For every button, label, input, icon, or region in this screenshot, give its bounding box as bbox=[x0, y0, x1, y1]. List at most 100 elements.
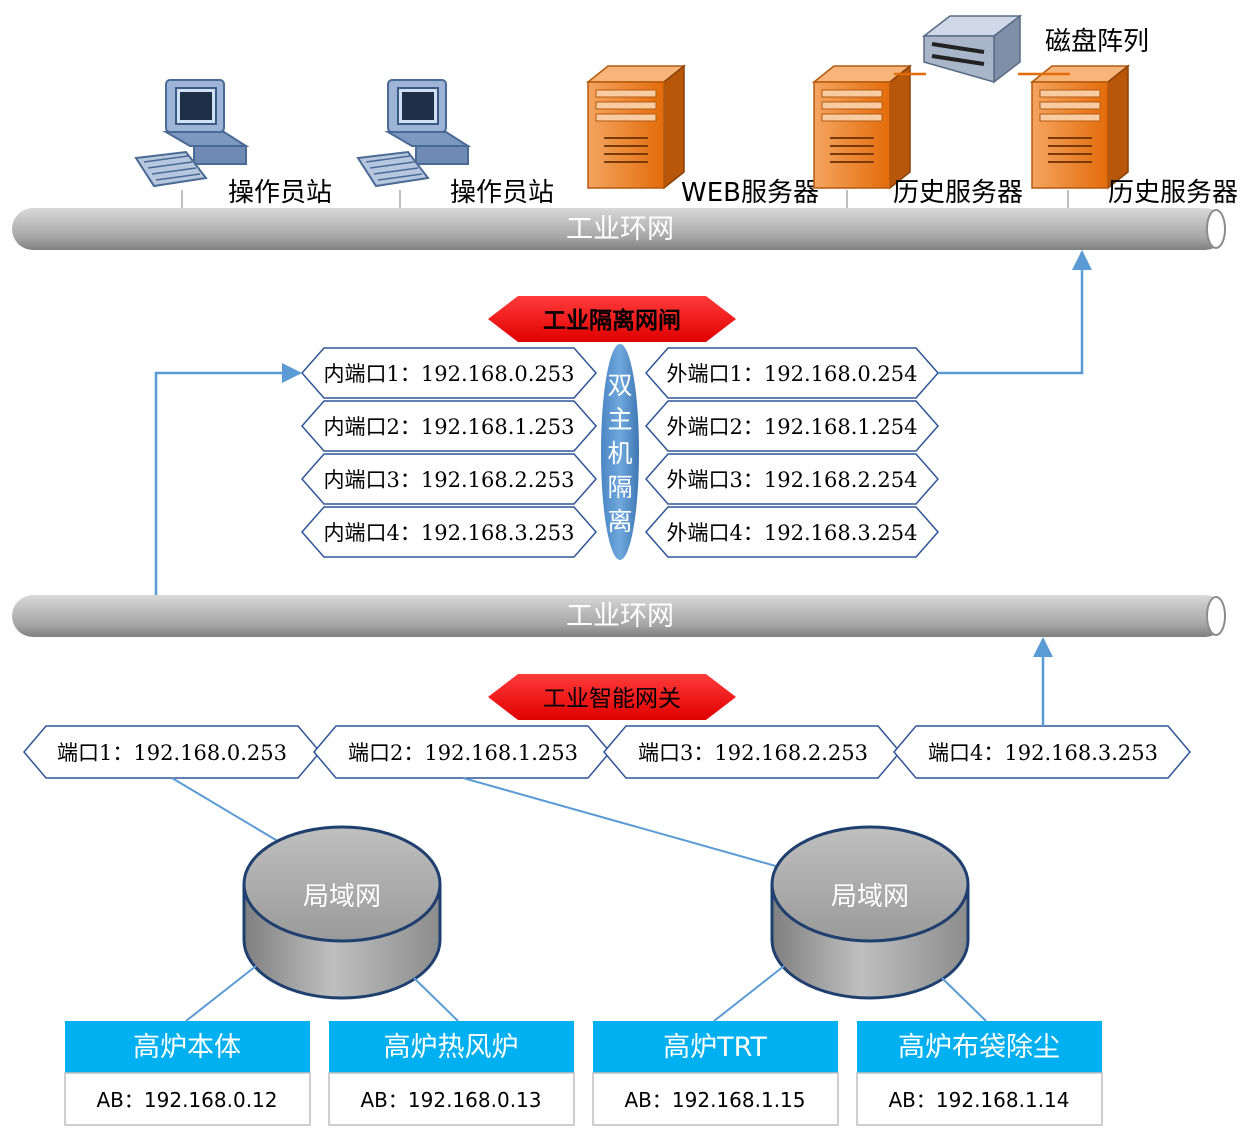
arrow-to-top-ring bbox=[938, 250, 1092, 375]
isolation-gateway-banner: 工业隔离网闸 bbox=[488, 296, 736, 342]
workstation-icon bbox=[135, 79, 247, 187]
lan-label: 局域网 bbox=[831, 882, 909, 912]
device-label: WEB服务器 bbox=[681, 178, 819, 208]
lan-cylinder-top bbox=[242, 825, 442, 943]
port-label: 外端口3：192.168.2.254 bbox=[667, 468, 918, 492]
inner-ports: 内端口1：192.168.0.253 内端口2：192.168.1.253 内端… bbox=[301, 347, 597, 558]
disk-array-icon bbox=[922, 14, 1022, 84]
web-server: WEB服务器 bbox=[587, 65, 819, 208]
port-label: 外端口1：192.168.0.254 bbox=[667, 362, 918, 386]
inner-port-1: 内端口1：192.168.0.253 bbox=[301, 347, 597, 399]
endpoint-ip: AB：192.168.1.14 bbox=[889, 1088, 1070, 1112]
endpoint-3: 高炉TRT AB：192.168.1.15 bbox=[592, 1021, 839, 1126]
endpoint-4: 高炉布袋除尘 AB：192.168.1.14 bbox=[856, 1021, 1103, 1126]
endpoint-name: 高炉热风炉 bbox=[384, 1032, 519, 1063]
isolation-char: 主 bbox=[607, 405, 632, 434]
gateway-port-3: 端口3：192.168.2.253 bbox=[603, 725, 901, 779]
gateway-port-2: 端口2：192.168.1.253 bbox=[313, 725, 611, 779]
endpoint-body bbox=[856, 1072, 1103, 1126]
isolation-char: 双 bbox=[607, 371, 632, 400]
inner-port-4: 内端口4：192.168.3.253 bbox=[301, 506, 597, 558]
banner-label: 工业隔离网闸 bbox=[543, 307, 681, 334]
operator-station-1: 操作员站 bbox=[135, 79, 332, 210]
server-icon bbox=[587, 65, 685, 189]
link-lan1-endpoint1 bbox=[185, 965, 257, 1022]
server-icon bbox=[1031, 65, 1129, 189]
banner-shape bbox=[488, 674, 736, 720]
port-label: 外端口2：192.168.1.254 bbox=[667, 415, 918, 439]
port-label: 内端口3：192.168.2.253 bbox=[324, 468, 575, 492]
outer-port-2: 外端口2：192.168.1.254 bbox=[645, 400, 939, 452]
endpoint-2: 高炉热风炉 AB：192.168.0.13 bbox=[328, 1021, 575, 1126]
ring-pipe bbox=[12, 208, 1226, 250]
link-lan1-endpoint2 bbox=[413, 977, 459, 1022]
outer-port-3: 外端口3：192.168.2.254 bbox=[645, 453, 939, 505]
ring-label: 工业环网 bbox=[566, 601, 674, 632]
arrow-to-inner-port bbox=[154, 363, 302, 596]
port-label: 端口3：192.168.2.253 bbox=[638, 741, 868, 765]
device-label: 历史服务器 bbox=[1108, 178, 1238, 208]
endpoint-body bbox=[328, 1072, 575, 1126]
smart-gateway-banner: 工业智能网关 bbox=[488, 674, 736, 720]
outer-port-1: 外端口1：192.168.0.254 bbox=[645, 347, 939, 399]
endpoint-body bbox=[64, 1072, 311, 1126]
device-label: 历史服务器 bbox=[893, 178, 1023, 208]
pipe-end bbox=[1206, 209, 1226, 249]
isolation-char: 离 bbox=[607, 507, 632, 536]
link-port2-lan2 bbox=[462, 777, 791, 871]
banner-label: 工业智能网关 bbox=[543, 686, 681, 712]
link-port1-lan1 bbox=[171, 777, 287, 847]
dual-host-isolation: 双 主 机 隔 离 bbox=[601, 344, 639, 560]
isolation-char: 隔 bbox=[607, 473, 632, 502]
port-label: 外端口4：192.168.3.254 bbox=[667, 521, 918, 545]
pipe-end bbox=[1206, 596, 1226, 636]
inner-port-3: 内端口3：192.168.2.253 bbox=[301, 453, 597, 505]
port-label: 内端口2：192.168.1.253 bbox=[324, 415, 575, 439]
workstation-icon bbox=[357, 79, 469, 187]
ring-label: 工业环网 bbox=[566, 214, 674, 245]
lan-2: 局域网 bbox=[770, 825, 970, 1000]
port-label: 端口2：192.168.1.253 bbox=[348, 741, 578, 765]
ring-top: 工业环网 bbox=[12, 208, 1226, 250]
endpoint-ip: AB：192.168.1.15 bbox=[625, 1088, 806, 1112]
lan-label: 局域网 bbox=[303, 882, 381, 912]
endpoint-1: 高炉本体 AB：192.168.0.12 bbox=[64, 1021, 311, 1126]
endpoint-header bbox=[329, 1021, 574, 1073]
outer-ports: 外端口1：192.168.0.254 外端口2：192.168.1.254 外端… bbox=[645, 347, 939, 558]
inner-port-2: 内端口2：192.168.1.253 bbox=[301, 400, 597, 452]
link-lan2-endpoint3 bbox=[713, 965, 785, 1022]
ring-pipe bbox=[12, 595, 1226, 637]
port-label: 端口4：192.168.3.253 bbox=[928, 741, 1158, 765]
device-label: 操作员站 bbox=[228, 178, 332, 208]
gateway-port-4: 端口4：192.168.3.253 bbox=[893, 725, 1191, 779]
endpoint-name: 高炉布袋除尘 bbox=[898, 1032, 1060, 1063]
lan-1: 局域网 bbox=[242, 825, 442, 1000]
banner-shape bbox=[488, 296, 736, 342]
outer-port-4: 外端口4：192.168.3.254 bbox=[645, 506, 939, 558]
endpoint-ip: AB：192.168.0.12 bbox=[97, 1088, 278, 1112]
endpoint-ip: AB：192.168.0.13 bbox=[361, 1088, 542, 1112]
ring-bottom: 工业环网 bbox=[12, 595, 1226, 637]
operator-station-2: 操作员站 bbox=[357, 79, 554, 210]
server-icon bbox=[813, 65, 911, 189]
isolation-oval bbox=[601, 344, 639, 560]
endpoint-name: 高炉TRT bbox=[663, 1032, 767, 1063]
device-label: 磁盘阵列 bbox=[1045, 27, 1149, 57]
endpoint-header bbox=[857, 1021, 1102, 1073]
link-lan2-endpoint4 bbox=[941, 977, 987, 1022]
endpoint-body bbox=[592, 1072, 839, 1126]
history-server-1: 历史服务器 bbox=[813, 65, 1023, 210]
endpoint-header bbox=[65, 1021, 310, 1073]
device-label: 操作员站 bbox=[450, 178, 554, 208]
gateway-port-1: 端口1：192.168.0.253 bbox=[23, 725, 321, 779]
isolation-char: 机 bbox=[607, 439, 632, 468]
endpoint-name: 高炉本体 bbox=[133, 1032, 241, 1063]
endpoint-header bbox=[593, 1021, 838, 1073]
history-server-2: 历史服务器 bbox=[1031, 65, 1238, 210]
port-label: 端口1：192.168.0.253 bbox=[57, 741, 287, 765]
lan-cylinder-top bbox=[770, 825, 970, 943]
port-label: 内端口1：192.168.0.253 bbox=[324, 362, 575, 386]
port-label: 内端口4：192.168.3.253 bbox=[324, 521, 575, 545]
